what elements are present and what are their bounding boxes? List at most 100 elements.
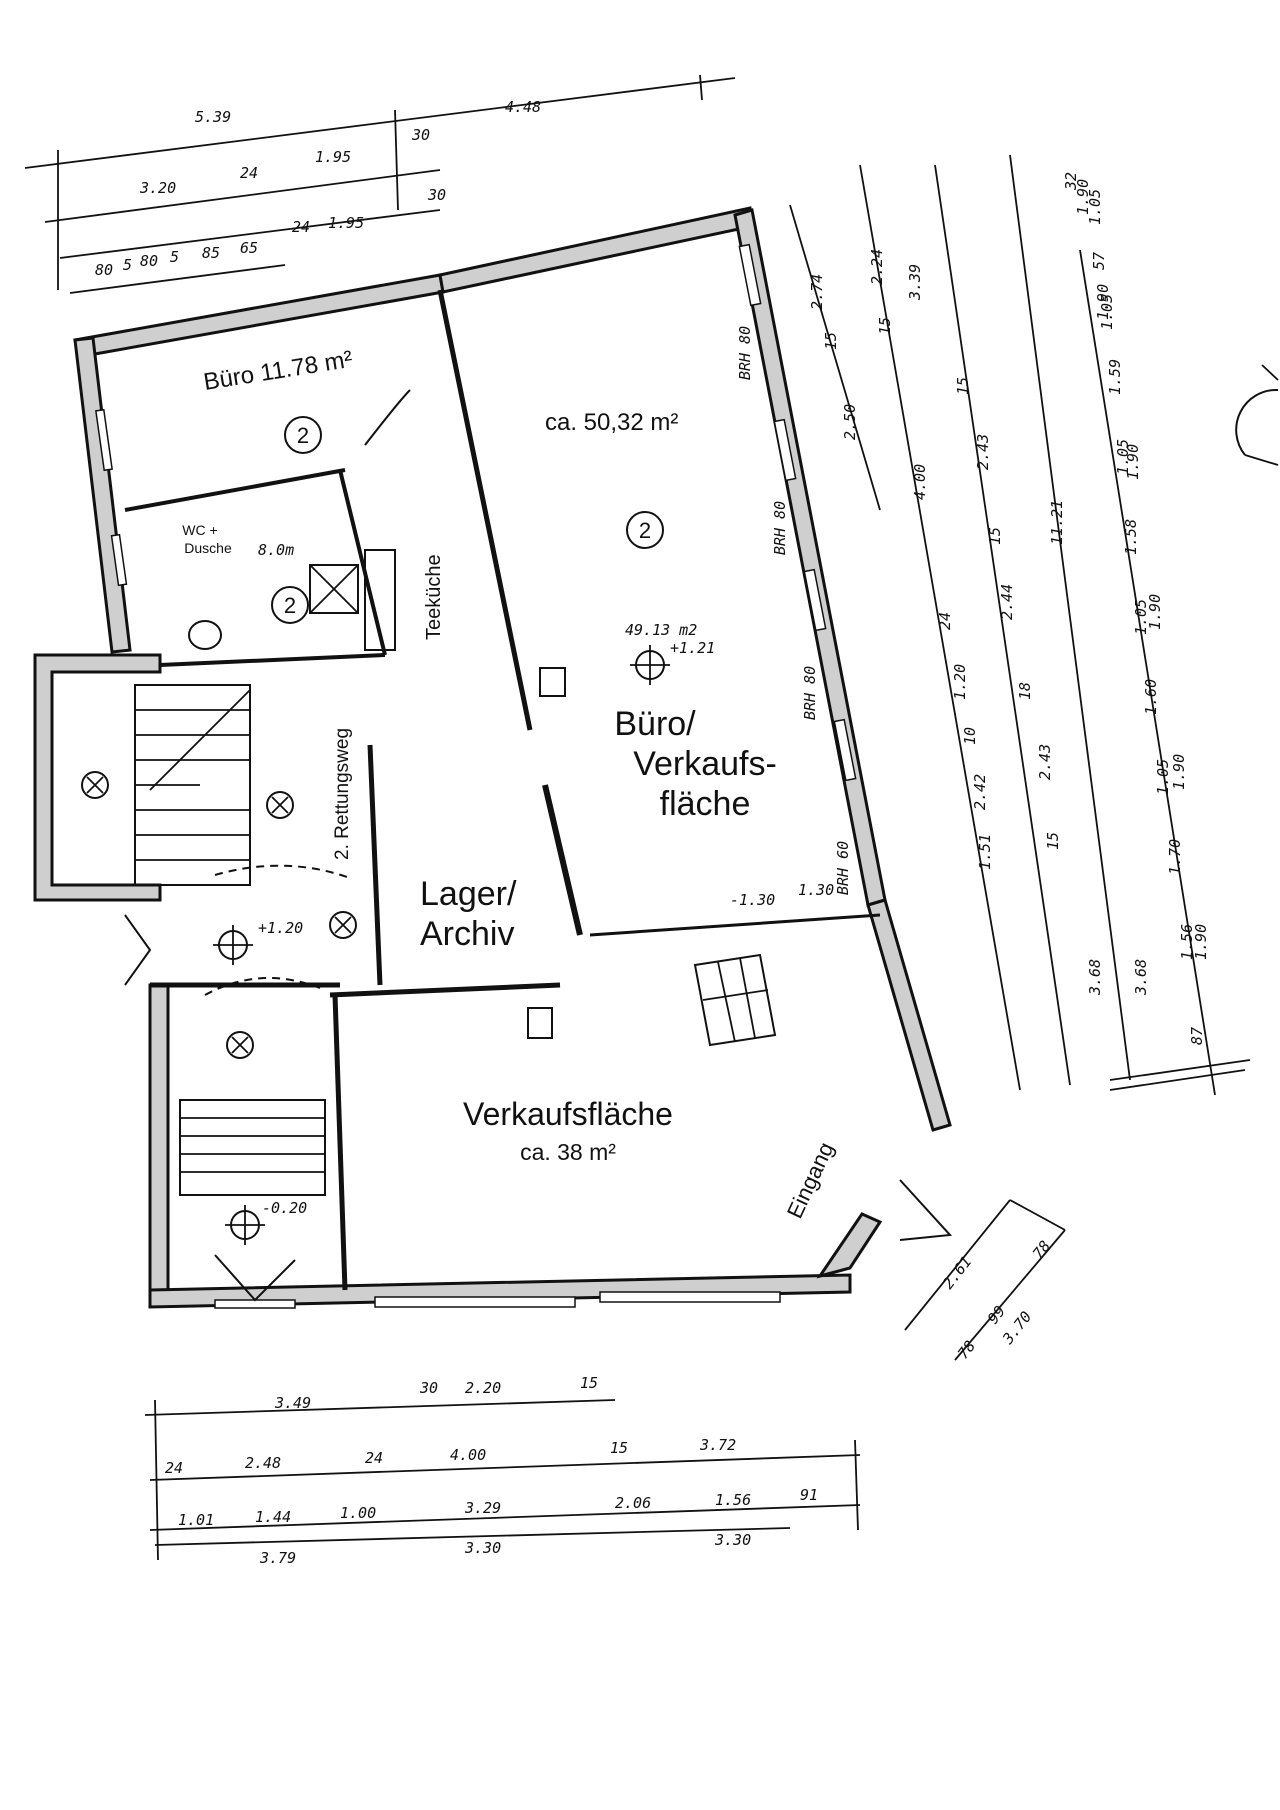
dim-right-c3-6: 2.43 (1036, 744, 1054, 780)
dim-right-c4-0: 24 (936, 612, 954, 630)
dim-top-r4-4: 85 (202, 244, 220, 262)
dim-right-c3-0: 3.39 (906, 264, 924, 301)
light-markers (81, 771, 357, 1059)
dim-right-c7-4: 1.90 (1146, 594, 1164, 630)
dim-right-c7-0: 32 (1062, 172, 1080, 191)
room-label-teekueche: Teeküche (423, 554, 445, 640)
room-label-verkauf: Verkaufsfläche (463, 1096, 673, 1132)
dim-bottom-r1-1: 30 (419, 1379, 438, 1397)
brh-label-2: BRH 80 (771, 501, 789, 555)
dim-right-c3-2: 2.43 (974, 434, 992, 470)
room-label-buero-small: Büro 11.78 m² (202, 346, 355, 396)
level-labels: +1.20 -0.20 +1.21 49.13 m2 BRH 80 BRH 80… (258, 326, 852, 1217)
dim-right-c3-4: 2.44 (998, 584, 1016, 620)
outer-walls (33, 206, 952, 1309)
room-label-buero-large-area: ca. 50,32 m² (545, 409, 678, 436)
dim-entrance-0: 2.61 (939, 1253, 975, 1293)
dim-right-c4-3: 2.42 (971, 774, 989, 810)
level-label-c: +1.21 (670, 639, 715, 657)
dim-right-c3-1: 15 (954, 377, 972, 395)
dim-right-c5-0: 11.21 (1048, 500, 1066, 545)
step-label-a: -1.30 (730, 891, 775, 909)
dim-bottom-r3-2: 1.00 (340, 1504, 376, 1522)
dim-right-c2-0: 2.24 (868, 249, 886, 285)
dim-right-c6-2: 1.05 (1098, 294, 1116, 330)
brh-label-1: BRH 80 (736, 326, 754, 380)
dim-bottom-r2-3: 4.00 (450, 1446, 486, 1464)
dim-right-c6-3: 1.59 (1106, 359, 1124, 395)
room-number-1: 2 (297, 423, 309, 448)
dim-entrance-3: 99 (984, 1302, 1009, 1327)
dim-bottom-r1-2: 2.20 (465, 1379, 501, 1397)
dim-top-r2-0: 3.20 (139, 179, 176, 197)
brh-label-3: BRH 80 (801, 666, 819, 720)
dim-right-c3-5: 18 (1016, 682, 1034, 700)
dim-bottom-r4-2: 3.30 (714, 1531, 751, 1549)
dim-right-c6-5: 1.58 (1122, 519, 1140, 555)
dim-top-r4-1: 5 (123, 256, 132, 274)
dim-bottom-r4-0: 3.79 (259, 1549, 296, 1567)
dimensions-top: 5.39 30 4.48 3.20 24 1.95 30 24 1.95 80 … (24, 74, 736, 294)
room-label-buero-large-3: fläche (660, 785, 751, 823)
brh-label-4: BRH 60 (834, 841, 852, 895)
dim-right-c7-1: 1.90 (1074, 179, 1092, 215)
fixtures (188, 549, 566, 1039)
dim-right-c6-11: 87 (1188, 1027, 1206, 1045)
dim-top-r4-2: 80 (140, 252, 158, 270)
dim-right-c6-7: 1.60 (1142, 679, 1160, 715)
dim-top-r3-1: 1.95 (328, 214, 364, 232)
dim-right-c8-0: 3.68 (1132, 959, 1150, 996)
room-label-buero-large-1: Büro/ (614, 705, 696, 743)
staircase-lower (179, 1099, 326, 1196)
room-label-eingang: Eingang (782, 1138, 839, 1222)
dim-right-c4-1: 1.20 (951, 664, 969, 700)
room-number-2: 2 (284, 593, 296, 618)
dim-right-c1-2: 2.50 (841, 404, 859, 440)
room-label-lager-1: Lager/ (420, 875, 517, 913)
dim-right-c7-5: 1.90 (1170, 754, 1188, 790)
dim-entrance-2: 78 (1029, 1237, 1054, 1262)
dim-top-r2-3: 30 (427, 186, 446, 204)
dim-right-c2-1: 15 (876, 317, 894, 335)
dim-right-c6-6: 1.05 (1132, 599, 1150, 635)
dim-right-c2-2: 4.00 (911, 464, 929, 500)
dim-bottom-r2-5: 3.72 (699, 1436, 736, 1454)
dim-top-r4-0: 80 (95, 261, 113, 279)
dim-top-r2-1: 24 (240, 164, 258, 182)
level-label-c-area: 49.13 m2 (625, 621, 697, 639)
dim-bottom-r2-0: 24 (165, 1459, 183, 1477)
level-label-b: -0.20 (262, 1199, 307, 1217)
dim-bottom-r3-6: 91 (800, 1486, 818, 1504)
dimensions-right: 2.74 15 2.50 2.24 15 4.00 3.39 15 2.43 1… (789, 154, 1251, 1096)
dim-right-c1-0: 2.74 (808, 274, 826, 310)
doors (124, 389, 953, 1302)
dim-top-r4-5: 65 (240, 239, 258, 257)
room-label-lager-2: Archiv (420, 915, 514, 953)
dim-bottom-r3-5: 1.56 (715, 1491, 751, 1509)
dim-right-c6-0: 1.05 (1086, 189, 1104, 225)
dim-top-r1-2: 4.48 (505, 98, 541, 116)
level-label-a: +1.20 (258, 919, 303, 937)
room-number-3: 2 (639, 518, 651, 543)
inner-walls (124, 289, 881, 1291)
room-label-verkauf-area: ca. 38 m² (520, 1139, 616, 1165)
dim-bottom-r1-3: 15 (580, 1374, 598, 1392)
north-arrow-icon (1235, 364, 1279, 466)
level-symbols (213, 645, 670, 1245)
staircase-upper (134, 684, 251, 886)
room-label-wc-area: 8.0m (258, 541, 294, 559)
dim-bottom-r2-2: 24 (365, 1449, 383, 1467)
staircase-right (693, 953, 777, 1047)
dim-bottom-r3-3: 3.29 (464, 1499, 501, 1517)
room-label-rettungsweg: 2. Rettungsweg (332, 728, 353, 860)
dim-top-r2-2: 1.95 (315, 148, 351, 166)
dim-right-c1-1: 15 (822, 332, 840, 350)
windows (95, 243, 857, 1309)
dim-right-c3-7: 15 (1044, 832, 1062, 850)
dim-bottom-r3-0: 1.01 (178, 1511, 214, 1529)
dim-right-c6-10: 1.56 (1178, 924, 1196, 960)
dim-bottom-r4-1: 3.30 (464, 1539, 501, 1557)
dim-entrance-1: 78 (954, 1337, 979, 1362)
room-label-wc-1: WC + (182, 522, 217, 538)
dim-right-c4-4: 1.51 (976, 834, 994, 870)
